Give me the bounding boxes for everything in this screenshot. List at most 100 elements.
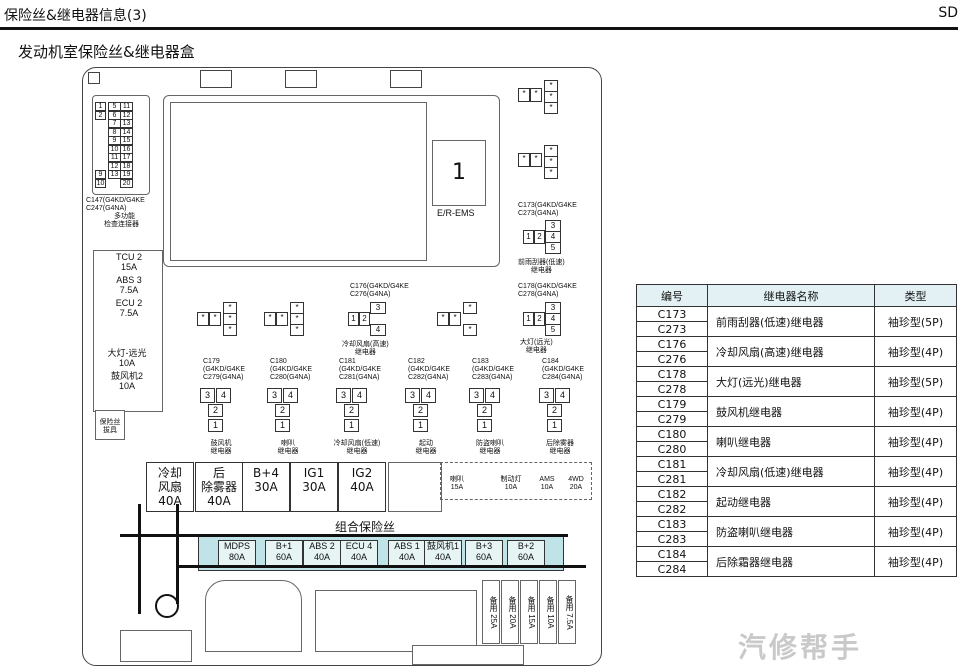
page-code: SD — [938, 5, 958, 21]
mini-fuse-name: AMS — [539, 476, 555, 483]
table-cell-code: C281 — [636, 471, 708, 487]
mini-fuse-amp: 10A — [504, 484, 518, 491]
relay-c178: 1 2 3 4 5 — [523, 302, 573, 336]
left-fuse-block — [93, 250, 163, 412]
big-fuse-amp: 40A — [158, 494, 182, 508]
table-cell-code: C273 — [636, 321, 708, 337]
table-cell-type: 袖珍型(5P) — [874, 366, 957, 397]
table-cell-type: 袖珍型(4P) — [874, 336, 957, 367]
combo-fuse-amp: 60A — [275, 552, 292, 562]
cable — [138, 504, 141, 614]
table-cell-name: 后除霜器继电器 — [707, 546, 875, 577]
table-cell-type: 袖珍型(4P) — [874, 516, 957, 547]
combo-fuse-title: 组合保险丝 — [335, 520, 396, 534]
combo-fuse-amp: 40A — [313, 552, 330, 562]
pin-star: * — [544, 167, 558, 179]
big-fuse-amp: 40A — [350, 480, 374, 494]
clip-top — [390, 70, 422, 88]
table-cell-code: C278 — [636, 381, 708, 397]
pin-star: * — [518, 88, 530, 102]
table-cell-code: C283 — [636, 531, 708, 547]
bottom-terminal — [120, 630, 192, 662]
table-row: C276 — [636, 351, 957, 367]
table-cell-code: C280 — [636, 441, 708, 457]
relay-name: 起动 继电器 — [415, 440, 437, 455]
relay-pin: 1 — [344, 419, 359, 432]
relay-pin: 2 — [547, 404, 562, 417]
left-fuse-amp: 15A — [120, 262, 137, 272]
table-row: C284 — [636, 561, 957, 577]
relay-name: 后除雾器 继电器 — [546, 440, 574, 455]
table-row: C281 — [636, 471, 957, 487]
table-cell-name: 起动继电器 — [707, 486, 875, 517]
ems-label: E/R-EMS — [437, 208, 475, 218]
relay-code: C182 (G4KD/G4KE C282(G4NA) — [408, 358, 451, 381]
big-fuse-amp: 40A — [207, 494, 231, 508]
relay-code: C184 (G4KD/G4KE C284(G4NA) — [542, 358, 585, 381]
c178-name: 大灯(远光) 继电器 — [520, 339, 553, 354]
relay-pin: 4 — [421, 388, 436, 403]
combo-fuse-name: MDPS — [223, 541, 250, 551]
mini-fuse-name: 喇叭 — [450, 476, 464, 483]
relay-pin: 2 — [413, 404, 428, 417]
table-cell-type: 袖珍型(4P) — [874, 396, 957, 427]
pin-star: * — [544, 102, 558, 114]
relay-pin: 2 — [477, 404, 492, 417]
left-fuse-amp: 7.5A — [119, 308, 139, 318]
relay-pin: 1 — [413, 419, 428, 432]
header-divider — [0, 27, 958, 30]
clip-top — [285, 70, 317, 88]
table-cell-name: 冷却风扇(高速)继电器 — [707, 336, 875, 367]
spare-fuse: 备用 7.5A — [558, 580, 576, 644]
cable — [176, 565, 586, 568]
spare-fuse: 备用 10A — [539, 580, 557, 644]
combo-fuse-amp: 40A — [350, 552, 367, 562]
ems-fuse-number: 1 — [432, 140, 486, 206]
relay-pin: 3 — [267, 388, 282, 403]
combo-fuse-amp: 40A — [398, 552, 415, 562]
relay-c176: 1 2 3 4 — [348, 302, 398, 336]
star-connector-3: * * * * * — [197, 302, 247, 336]
big-fuse-name: 后 除雾器 — [200, 466, 237, 494]
combo-fuse-name: ECU 4 — [345, 541, 373, 551]
bolt-circle — [155, 594, 179, 618]
relay-pin: 1 — [477, 419, 492, 432]
left-fuse-name: TCU 2 — [115, 252, 142, 262]
relay-pin: 3 — [200, 388, 215, 403]
left-fuse-name: 大灯-远光 — [107, 348, 147, 358]
relay-name: 防盗喇叭 继电器 — [476, 440, 504, 455]
relay-code: C181 (G4KD/G4KE C281(G4NA) — [339, 358, 382, 381]
col-header: 编号 — [636, 284, 708, 307]
star-connector-1: * * * * * — [518, 80, 568, 114]
relay-pin: 2 — [275, 404, 290, 417]
big-fuse-name: IG2 — [351, 466, 373, 480]
table-cell-type: 袖珍型(4P) — [874, 426, 957, 457]
table-row: C282 — [636, 501, 957, 517]
relay-code: C179 (G4KD/G4KE C279(G4NA) — [203, 358, 246, 381]
c176-label: C176(G4KD/G4KE C276(G4NA) — [350, 283, 409, 298]
table-cell-type: 袖珍型(5P) — [874, 306, 957, 337]
left-fuse-name: ECU 2 — [115, 298, 143, 308]
star-connector-2: * * * * * — [518, 145, 568, 179]
diag-pin: 20 — [120, 178, 133, 188]
big-fuse-amp: 30A — [254, 480, 278, 494]
diag-connector-label: C147(G4KD/G4KE C247(G4NA) 多功能 检查连接器 — [86, 197, 145, 228]
star-connector-5: * * * * — [437, 302, 487, 336]
big-fuse-name: B+4 — [253, 466, 279, 480]
relay-pin: 3 — [405, 388, 420, 403]
table-cell-name: 鼓风机继电器 — [707, 396, 875, 427]
